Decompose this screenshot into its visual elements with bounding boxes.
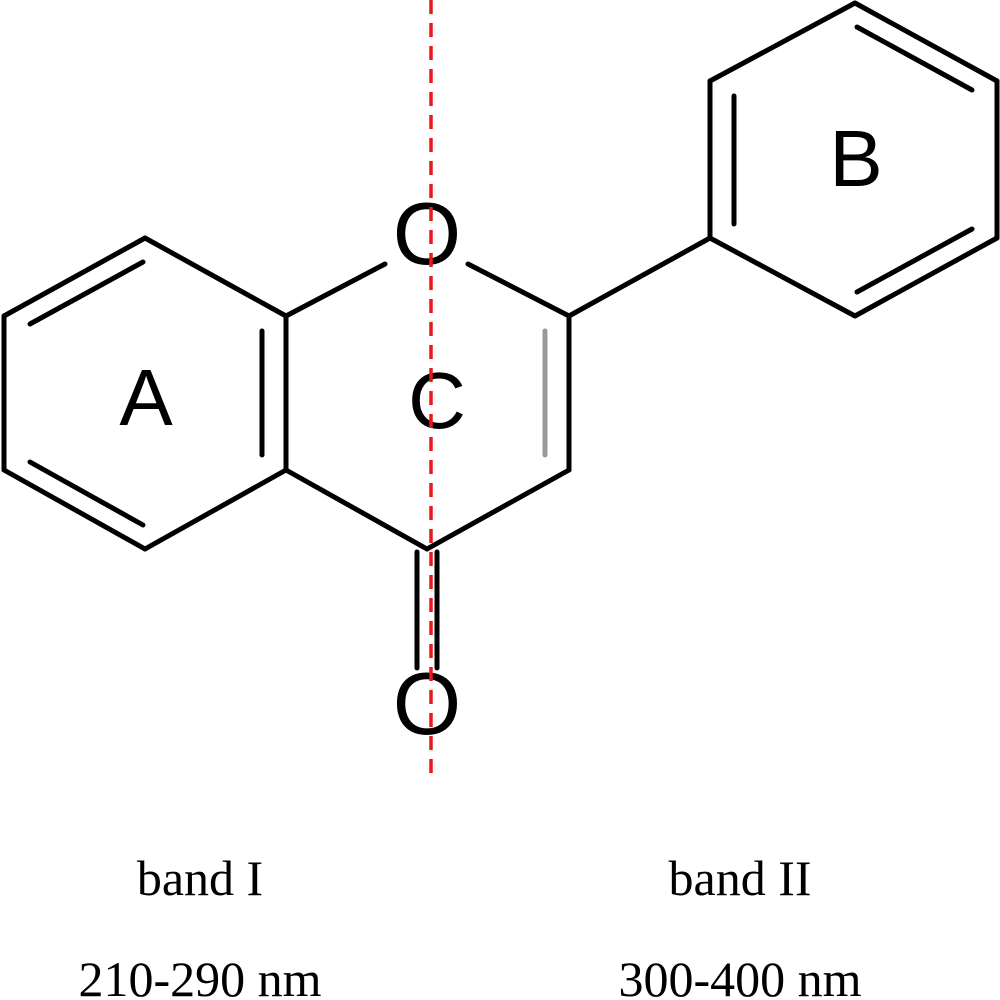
bond-a-bottom-left xyxy=(1,467,148,552)
bond-c4-c4a xyxy=(283,467,430,552)
bond-b-top-right xyxy=(852,0,1000,84)
band-two-range: 300-400 nm xyxy=(618,951,861,1000)
bond-a-bottom-left-inner xyxy=(27,459,146,528)
bond-b-bottom-right xyxy=(852,235,1000,319)
bond-c3-c4 xyxy=(424,467,572,552)
ring-a-label: A xyxy=(119,353,173,442)
bond-b-top-right-inner xyxy=(854,24,975,93)
bond-a-bottom-right xyxy=(142,467,289,552)
ring-b-label: B xyxy=(829,114,882,203)
bond-a-top-left-inner xyxy=(27,259,146,327)
bond-ring-oxygen-to-c2 xyxy=(465,261,572,319)
bond-b-bottom-left xyxy=(707,235,858,319)
bonds xyxy=(1,0,1000,671)
bond-b-top-left xyxy=(707,0,858,84)
band-one-name: band I xyxy=(137,850,263,906)
bond-c2-to-ring-b xyxy=(566,235,713,319)
bond-a-top-left xyxy=(1,235,148,319)
bond-a-top-right xyxy=(142,235,289,319)
bond-c-to-ring-oxygen xyxy=(283,261,388,319)
ring-oxygen-label: O xyxy=(393,184,461,283)
band-two-name: band II xyxy=(669,850,812,906)
carbonyl-oxygen-label: O xyxy=(393,654,461,753)
bond-b-bottom-right-inner xyxy=(854,226,975,295)
ring-c-label: C xyxy=(408,356,466,445)
band-one-range: 210-290 nm xyxy=(78,951,321,1000)
